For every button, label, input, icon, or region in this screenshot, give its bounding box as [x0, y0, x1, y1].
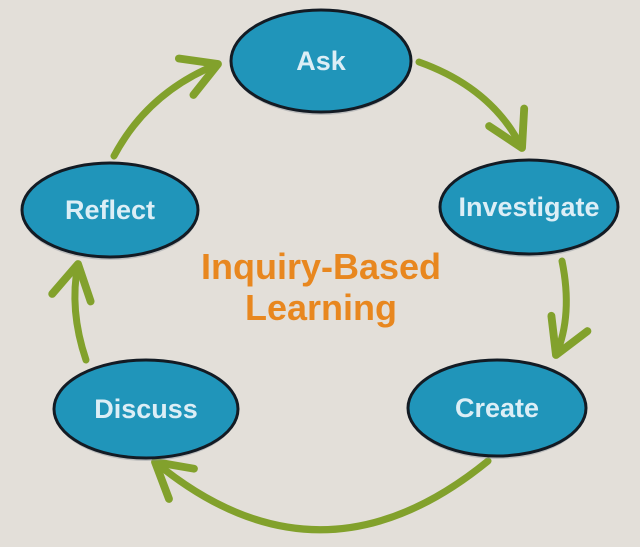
cycle-arrows	[48, 54, 592, 534]
arrow-reflect-to-ask	[110, 54, 222, 160]
arrow-ask-to-investigate	[415, 58, 529, 152]
arrow-create-to-discuss	[151, 457, 492, 534]
node-investigate: Investigate	[438, 158, 620, 257]
arrow-discuss-to-reflect	[48, 260, 95, 364]
node-ask-shape	[229, 8, 413, 114]
diagram-title: Inquiry-Based Learning	[201, 246, 441, 328]
node-reflect: Reflect	[20, 161, 200, 260]
node-discuss: Discuss	[52, 358, 240, 461]
node-create-label: Create	[455, 393, 539, 423]
arrow-investigate-to-create	[547, 257, 592, 359]
node-create: Create	[406, 358, 588, 459]
node-reflect-shape	[20, 161, 200, 259]
diagram-title-line2: Learning	[245, 287, 397, 328]
node-investigate-shape	[438, 158, 620, 256]
node-ask-label: Ask	[296, 46, 347, 76]
node-reflect-label: Reflect	[65, 195, 155, 225]
node-discuss-label: Discuss	[94, 394, 198, 424]
node-investigate-label: Investigate	[458, 192, 599, 222]
node-discuss-shape	[52, 358, 240, 460]
node-ask: Ask	[229, 8, 413, 115]
node-create-shape	[406, 358, 588, 458]
diagram-title-line1: Inquiry-Based	[201, 246, 441, 287]
